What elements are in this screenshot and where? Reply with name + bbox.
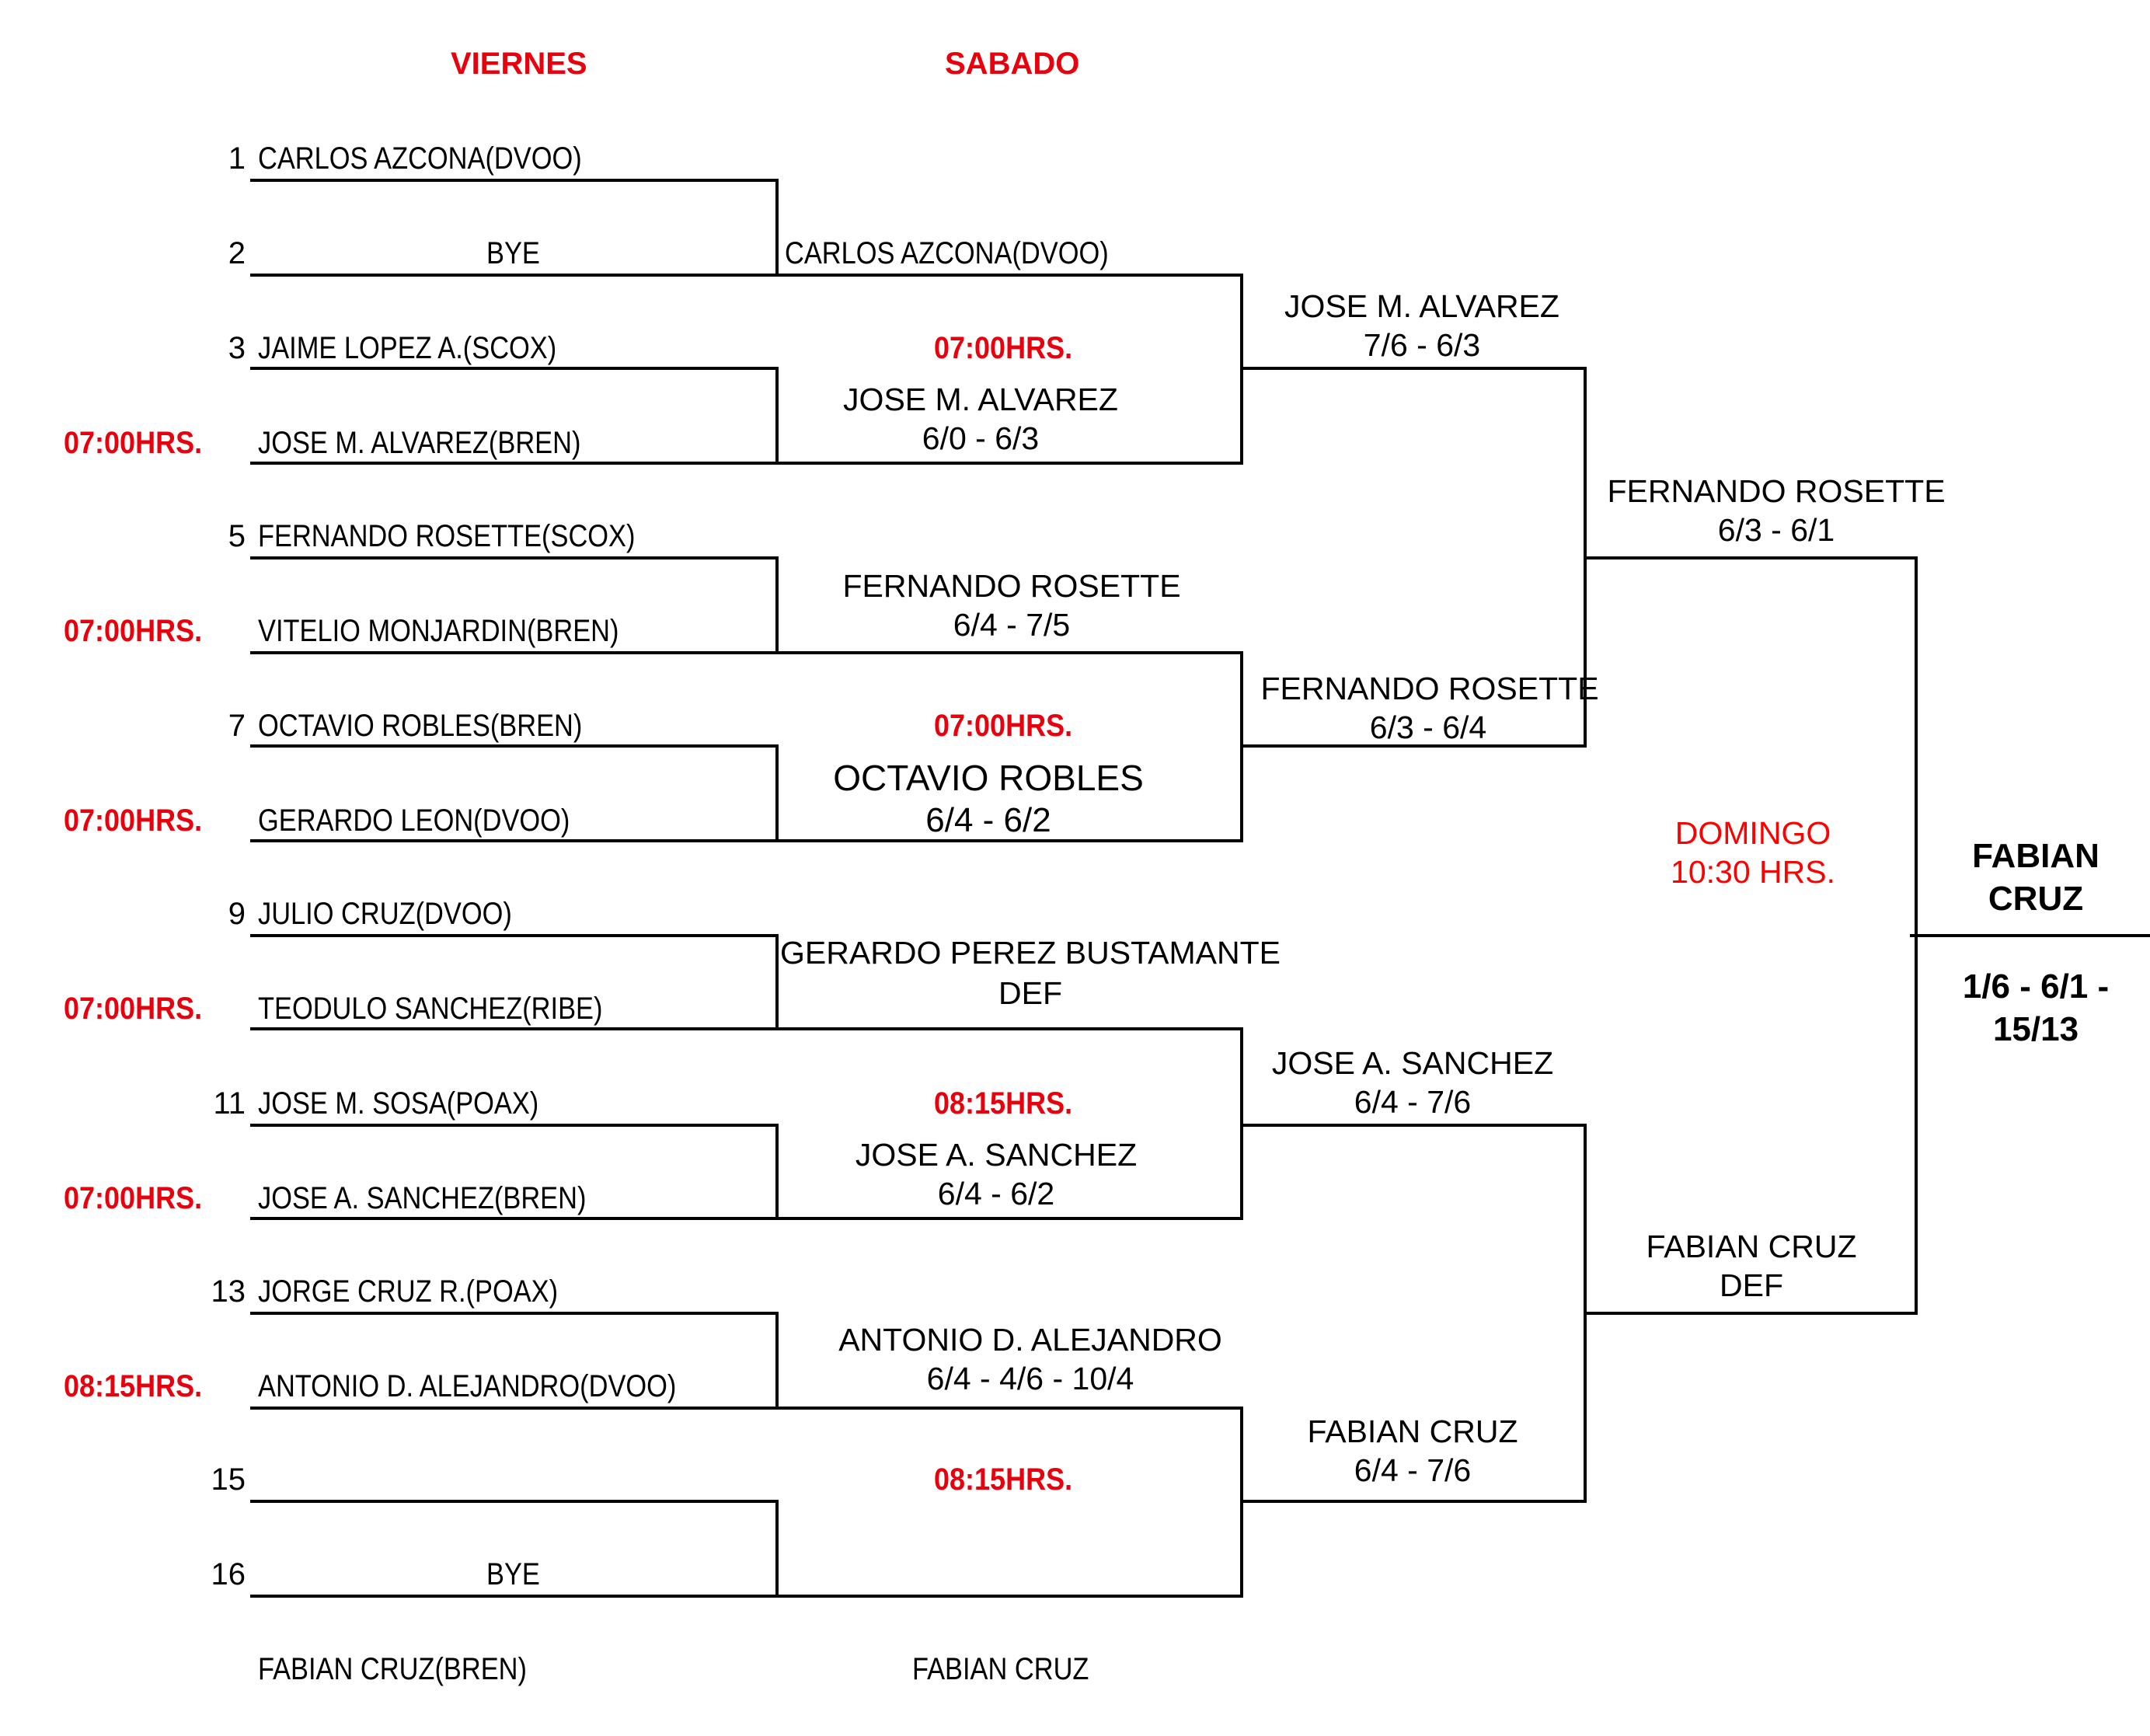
r2-score: DEF xyxy=(998,975,1062,1011)
r2-winner: JOSE A. SANCHEZ xyxy=(855,1137,1138,1173)
header-saturday: SABADO xyxy=(945,47,1080,81)
r1-match-2 xyxy=(250,367,779,465)
r1-player-bye: BYE xyxy=(486,236,540,270)
r2-winner: FERNANDO ROSETTE xyxy=(842,568,1181,604)
r1-player: VITELIO MONJARDIN(BREN) xyxy=(258,614,619,648)
r2-match-time: 07:00HRS. xyxy=(934,331,1073,365)
r1-match-5 xyxy=(250,934,779,1030)
r2-match-4 xyxy=(777,1407,1243,1598)
r2-score: 6/4 - 4/6 - 10/4 xyxy=(926,1361,1134,1396)
champion-score-line-2: 15/13 xyxy=(1992,1010,2079,1048)
r3-winner: JOSE M. ALVAREZ xyxy=(1284,288,1559,324)
r2-winner: CARLOS AZCONA(DVOO) xyxy=(785,236,1109,270)
seed-number: 2 xyxy=(228,236,246,270)
champion-score-line-1: 1/6 - 6/1 - xyxy=(1962,967,2110,1006)
r1-match-7 xyxy=(250,1312,779,1410)
r3-winner: FABIAN CRUZ xyxy=(1307,1414,1518,1449)
r2-score: 6/0 - 6/3 xyxy=(922,420,1040,456)
r1-match-4 xyxy=(250,744,779,842)
r1-match-6 xyxy=(250,1124,779,1220)
r1-player: FABIAN CRUZ(BREN) xyxy=(258,1652,527,1686)
r3-winner: FERNANDO ROSETTE xyxy=(1260,671,1599,706)
r1-match-1 xyxy=(250,179,779,277)
seed-number: 3 xyxy=(228,331,246,365)
seed-number: 13 xyxy=(211,1274,246,1309)
semi-winner: FERNANDO ROSETTE xyxy=(1607,473,1946,509)
r2-score: 6/4 - 6/2 xyxy=(925,801,1051,839)
r1-player: JAIME LOPEZ A.(SCOX) xyxy=(258,331,557,365)
header-friday: VIERNES xyxy=(451,47,587,81)
final-day: DOMINGO xyxy=(1674,815,1831,851)
r1-player-bye: BYE xyxy=(486,1557,540,1591)
seed-number: 5 xyxy=(228,519,246,553)
r1-match-time: 07:00HRS. xyxy=(64,426,203,460)
seed-number: 16 xyxy=(211,1557,246,1591)
semi-score: 6/3 - 6/1 xyxy=(1717,512,1835,548)
final-time: 10:30 HRS. xyxy=(1671,854,1835,890)
r1-player: GERARDO LEON(DVOO) xyxy=(258,804,570,838)
semi-connector xyxy=(1585,556,1918,1315)
r3-score: 6/4 - 7/6 xyxy=(1354,1452,1472,1488)
r2-score: 6/4 - 7/5 xyxy=(953,607,1071,643)
r3-score: 7/6 - 6/3 xyxy=(1363,327,1481,363)
r1-match-3 xyxy=(250,556,779,654)
r3-score: 6/3 - 6/4 xyxy=(1369,709,1487,745)
r1-match-time: 07:00HRS. xyxy=(64,992,203,1026)
r3-winner: JOSE A. SANCHEZ xyxy=(1271,1045,1554,1081)
r1-player: FERNANDO ROSETTE(SCOX) xyxy=(258,519,636,553)
r1-player: CARLOS AZCONA(DVOO) xyxy=(258,141,582,176)
r1-player: JORGE CRUZ R.(POAX) xyxy=(258,1274,559,1309)
semi-score: DEF xyxy=(1720,1267,1783,1303)
bracket-connectors xyxy=(250,179,2150,1598)
r2-match-time: 08:15HRS. xyxy=(934,1462,1073,1497)
r2-winner: FABIAN CRUZ xyxy=(912,1652,1089,1686)
r1-match-time: 07:00HRS. xyxy=(64,614,203,648)
r1-player: OCTAVIO ROBLES(BREN) xyxy=(258,709,583,743)
r1-player: ANTONIO D. ALEJANDRO(DVOO) xyxy=(258,1369,677,1403)
r2-score: 6/4 - 6/2 xyxy=(937,1176,1055,1211)
r2-winner: OCTAVIO ROBLES xyxy=(833,758,1144,798)
champion-last-name: CRUZ xyxy=(1988,880,2084,918)
seed-number: 9 xyxy=(228,897,246,931)
r3-score: 6/4 - 7/6 xyxy=(1354,1084,1472,1120)
r2-match-time: 07:00HRS. xyxy=(934,709,1073,743)
seed-number: 15 xyxy=(211,1462,246,1497)
r1-match-time: 08:15HRS. xyxy=(64,1369,203,1403)
r2-winner: JOSE M. ALVAREZ xyxy=(843,382,1118,417)
r1-player: JOSE M. SOSA(POAX) xyxy=(258,1086,539,1121)
r1-player: JOSE M. ALVAREZ(BREN) xyxy=(258,426,581,460)
seed-number: 11 xyxy=(213,1086,246,1121)
r1-match-time: 07:00HRS. xyxy=(64,1181,203,1215)
r2-winner: GERARDO PEREZ BUSTAMANTE xyxy=(780,935,1281,971)
seed-number: 1 xyxy=(228,141,246,176)
r1-player: JULIO CRUZ(DVOO) xyxy=(258,897,512,931)
r1-match-time: 07:00HRS. xyxy=(64,804,203,838)
champion-name: FABIAN CRUZ xyxy=(1972,835,2099,920)
champion-score: 1/6 - 6/1 - 15/13 xyxy=(1963,965,2109,1051)
seed-number: 7 xyxy=(228,709,246,743)
semi-winner: FABIAN CRUZ xyxy=(1646,1229,1857,1264)
champion-first-name: FABIAN xyxy=(1972,837,2099,875)
r1-match-8 xyxy=(250,1500,779,1598)
r1-player: TEODULO SANCHEZ(RIBE) xyxy=(258,992,603,1026)
r1-player: JOSE A. SANCHEZ(BREN) xyxy=(258,1181,587,1215)
r2-match-time: 08:15HRS. xyxy=(934,1086,1073,1121)
r2-winner: ANTONIO D. ALEJANDRO xyxy=(838,1322,1222,1358)
